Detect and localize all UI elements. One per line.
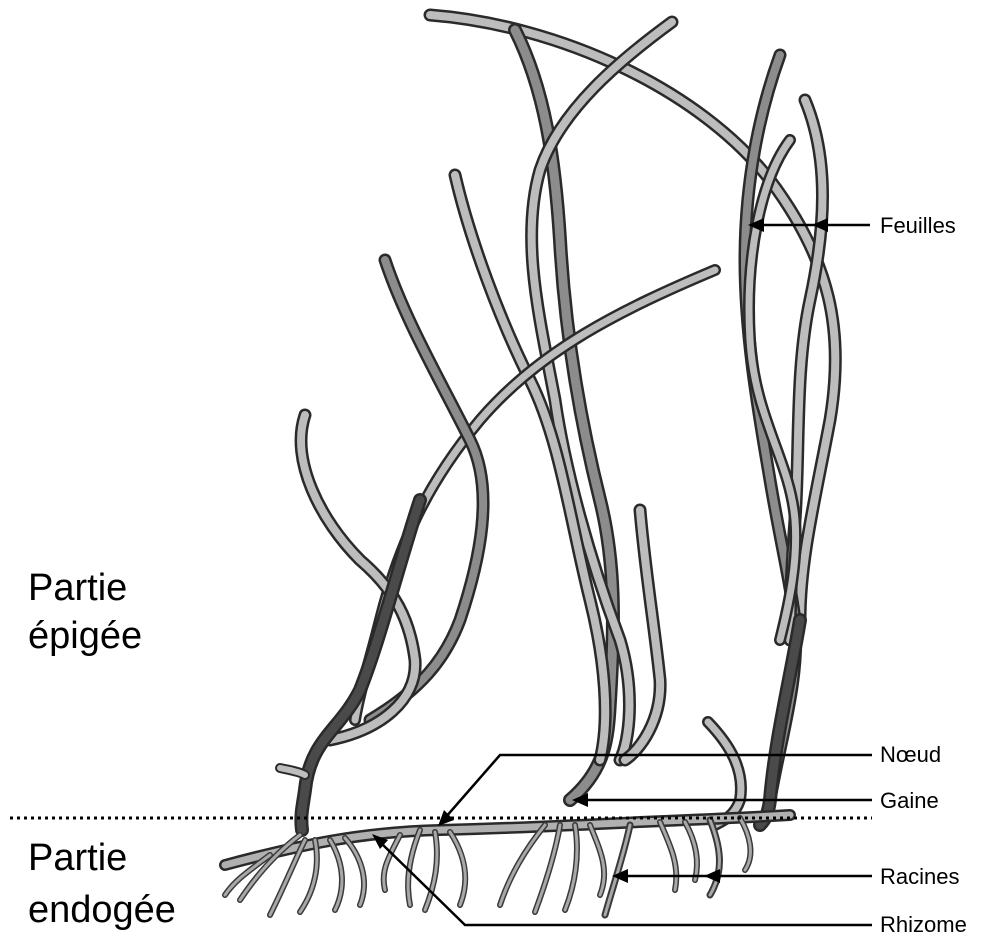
root xyxy=(384,835,400,890)
root xyxy=(345,838,364,905)
root xyxy=(425,832,437,910)
root xyxy=(408,830,420,905)
underground-part-label-line1: Partie xyxy=(28,837,127,879)
leaf xyxy=(760,620,800,825)
roots-label: Racines xyxy=(880,864,959,889)
root xyxy=(685,822,697,880)
root xyxy=(710,820,719,895)
sheath-label: Gaine xyxy=(880,788,939,813)
leaves-group xyxy=(280,15,835,830)
root xyxy=(590,825,604,895)
leaves-label: Feuilles xyxy=(880,213,956,238)
rhizome-label: Rhizome xyxy=(880,912,967,937)
arrowhead xyxy=(704,869,720,883)
root xyxy=(565,825,577,910)
root xyxy=(660,822,676,890)
leaf xyxy=(301,500,420,830)
root xyxy=(500,825,545,905)
root xyxy=(740,818,750,870)
leaf xyxy=(708,722,741,825)
node-pointer xyxy=(445,755,872,818)
aerial-part-label-line2: épigée xyxy=(28,615,142,657)
arrowhead xyxy=(438,810,454,826)
node-label: Nœud xyxy=(880,742,941,767)
rhizome xyxy=(225,815,790,865)
leaf xyxy=(280,768,305,775)
underground-part-label-line2: endogée xyxy=(28,889,176,931)
aerial-part-label-line1: Partie xyxy=(28,567,127,609)
root xyxy=(330,840,342,910)
root xyxy=(450,832,465,905)
